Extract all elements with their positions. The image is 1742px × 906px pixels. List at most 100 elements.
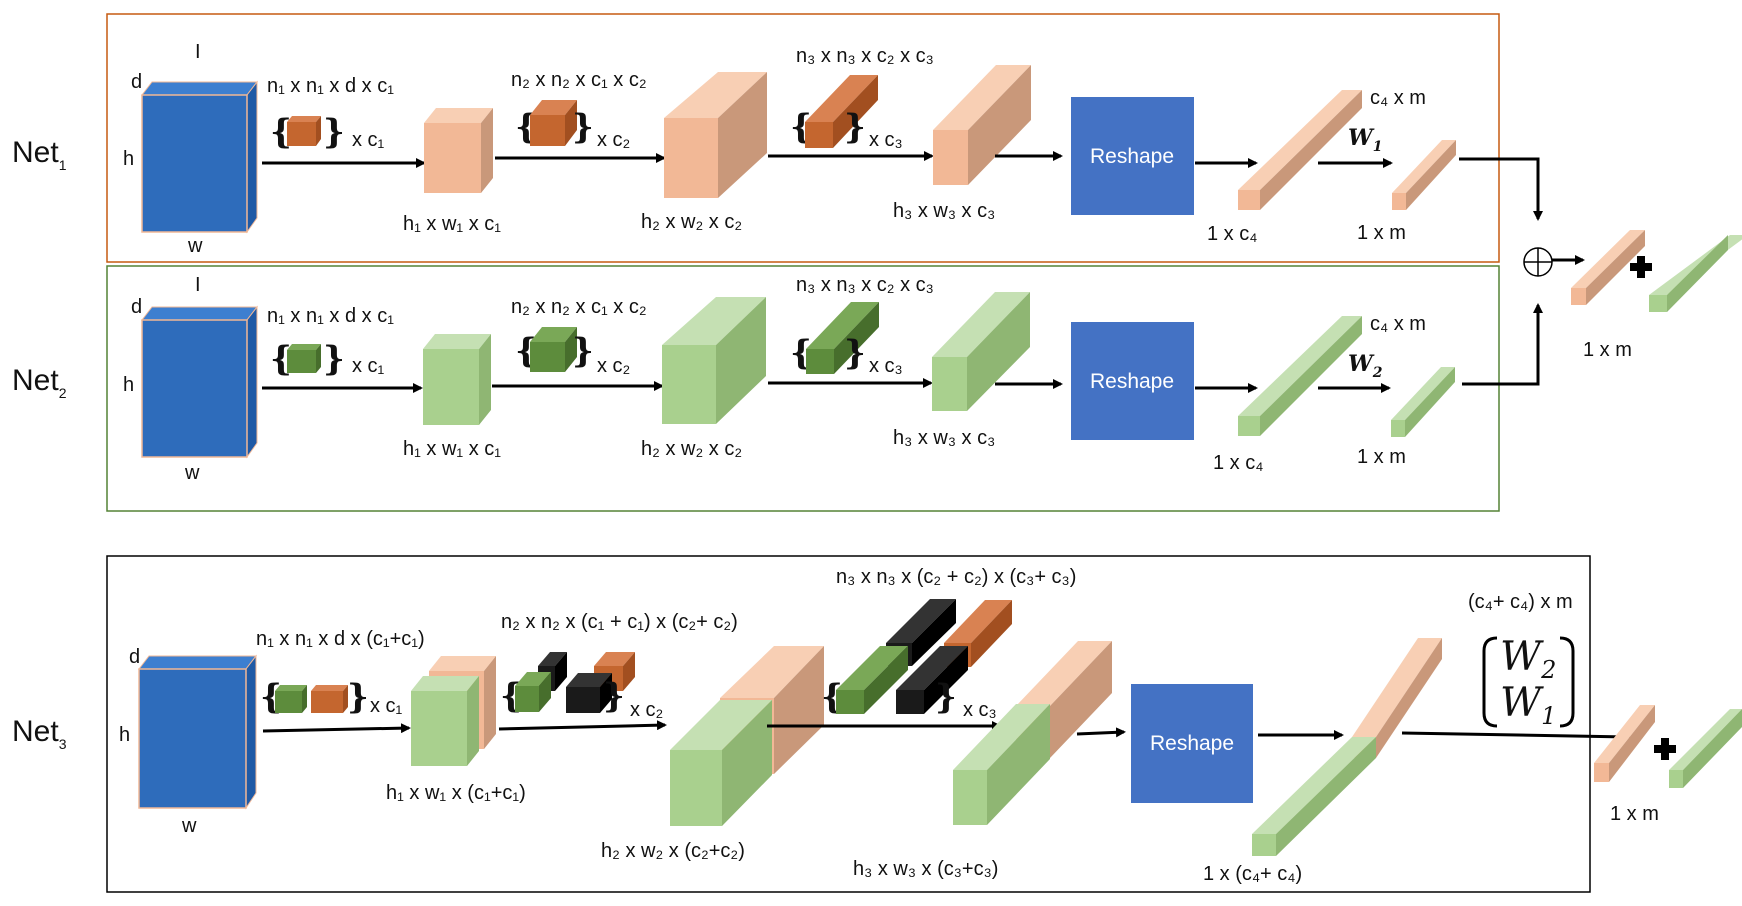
net1-multiplier3: x c₃	[869, 129, 903, 151]
net1-brace-close-3: }	[844, 107, 866, 147]
net3-plus-icon	[1654, 738, 1676, 760]
net1-fmap2-label: h₂ x w₂ x c₂	[641, 211, 742, 233]
net2-kernel3-label: n₃ x n₃ x c₂ x c₃	[796, 274, 934, 296]
net1-fmap3-label: h₃ x w₃ x c₃	[893, 200, 995, 222]
net2-multiplier3: x c₃	[869, 355, 903, 377]
net3-frame	[106, 555, 1591, 893]
combined-output-green-vector	[1649, 235, 1742, 312]
net3-arrow-1	[262, 723, 411, 734]
net1-weight-label: W1	[1348, 125, 1382, 155]
net1-kernel2	[530, 100, 577, 146]
combine-output-label: 1 x m	[1583, 339, 1632, 361]
net3-flat-vector-green	[1252, 737, 1376, 856]
net1-output-label: 1 x m	[1357, 222, 1406, 244]
net2-kernel3	[806, 302, 879, 374]
net3-weight-dims: (c₄+ c₄) x m	[1468, 591, 1573, 613]
net2-brace-close-1: }	[323, 339, 345, 379]
net3-matrix-bottom: W1	[1500, 680, 1556, 730]
net3-vector-label: 1 x (c₄+ c₄)	[1203, 863, 1302, 885]
net3-input-volume	[137, 654, 258, 810]
net1-feature-map-2	[664, 72, 767, 198]
net1-reshape-label: Reshape	[1090, 145, 1174, 168]
net2-brace-close-2: }	[572, 331, 594, 371]
net1-feature-map-3	[933, 65, 1031, 185]
net1-connector	[1459, 157, 1543, 221]
net3-feature-map-2-green	[670, 700, 772, 826]
net3-brace-close-2: }	[603, 676, 625, 716]
net3-fmap1-label: h₁ x w₁ x (c₁+c₁)	[386, 782, 526, 804]
net2-connector	[1462, 303, 1543, 386]
net3-output-green-vector	[1669, 709, 1742, 788]
net1-kernel3-label: n₃ x n₃ x c₂ x c₃	[796, 45, 934, 67]
net2-fmap3-label: h₃ x w₃ x c₃	[893, 427, 995, 449]
net3-multiplier3: x c₃	[963, 699, 997, 721]
net1-input-volume	[140, 80, 259, 234]
net3-brace-close-1: }	[347, 677, 369, 717]
net2-brace-close-3: }	[844, 333, 866, 373]
net1-input-h: h	[123, 148, 134, 170]
net2-feature-map-1	[423, 334, 491, 425]
net2-feature-map-2	[662, 297, 766, 424]
net3-title: Net3	[12, 715, 67, 752]
net1-brace-close-2: }	[572, 107, 594, 147]
net1-weight-dims: c₄ x m	[1370, 87, 1426, 109]
net2-kernel1-label: n₁ x n₁ x d x c₁	[267, 305, 394, 327]
net2-fmap1-label: h₁ x w₁ x c₁	[403, 438, 501, 460]
net2-feature-map-3	[932, 292, 1030, 411]
net1-vector-label: 1 x c₄	[1207, 223, 1257, 245]
net2-frame	[106, 265, 1500, 512]
net1-brace-open-1: {	[270, 112, 292, 152]
net2-kernel2	[530, 327, 577, 372]
net3-output-peach-vector	[1594, 705, 1655, 782]
concat-op-icon	[1523, 247, 1553, 277]
net1-kernel2-label: n₂ x n₂ x c₁ x c₂	[511, 69, 647, 91]
combine-section: 1 x m	[1523, 230, 1742, 361]
net3-kernel1-label: n₁ x n₁ x d x (c₁+c₁)	[256, 628, 425, 650]
plus-icon	[1630, 256, 1652, 278]
net3-kernel1-peach	[311, 685, 348, 713]
net1-kernel3	[805, 75, 878, 148]
net2-depth-symbol: I	[195, 274, 201, 296]
net3-fmap3-label: h₃ x w₃ x (c₃+c₃)	[853, 858, 998, 880]
net2-brace-open-1: {	[270, 339, 292, 379]
net2-vector-label: 1 x c₄	[1213, 452, 1263, 474]
net3-kernel2-label: n₂ x n₂ x (c₁ + c₁) x (c₂+ c₂)	[501, 611, 738, 633]
net3-feature-map-1-green	[411, 676, 479, 766]
net3-kernel3-black	[896, 646, 968, 714]
net3-section: Net3 d h w n₁ x n₁ x d x (c₁+c₁) { } x c…	[12, 555, 1742, 893]
net1-input-w: w	[187, 235, 203, 257]
net1-section: Net1 I d h w n₁ x n₁ x d x c₁ { } x c₁ h…	[12, 13, 1543, 263]
net2-reshape-label: Reshape	[1090, 370, 1174, 393]
net1-reshape-block: Reshape	[1071, 97, 1194, 215]
net1-input-d: d	[131, 71, 142, 93]
net3-brace-close-3: }	[935, 677, 957, 717]
net2-reshape-block: Reshape	[1071, 322, 1194, 440]
net2-multiplier1: x c₁	[352, 355, 385, 377]
net3-reshape-label: Reshape	[1150, 732, 1234, 755]
net3-input-d: d	[129, 646, 140, 668]
net3-weight-matrix: W2 W1	[1482, 634, 1575, 730]
combined-output-peach-vector	[1571, 230, 1645, 305]
net1-frame	[106, 13, 1500, 263]
net3-kernel1-green	[275, 685, 307, 713]
net3-kernel3-green	[836, 646, 908, 714]
net1-multiplier1: x c₁	[352, 129, 385, 151]
net1-brace-close-1: }	[323, 112, 345, 152]
net1-output-vector	[1392, 140, 1456, 210]
net2-kernel1	[287, 344, 321, 373]
net3-multiplier1: x c₁	[370, 695, 403, 717]
net3-fmap2-label: h₂ x w₂ x (c₂+c₂)	[601, 840, 745, 862]
net3-reshape-block: Reshape	[1131, 684, 1253, 803]
net1-feature-map-1	[424, 108, 493, 193]
net2-kernel2-label: n₂ x n₂ x c₁ x c₂	[511, 296, 647, 318]
net3-matrix-top: W2	[1500, 634, 1556, 684]
net1-multiplier2: x c₂	[597, 129, 630, 151]
net2-output-label: 1 x m	[1357, 446, 1406, 468]
net1-title: Net1	[12, 136, 67, 173]
net1-kernel1-label: n₁ x n₁ x d x c₁	[267, 75, 394, 97]
net2-input-w: w	[184, 462, 200, 484]
net2-fmap2-label: h₂ x w₂ x c₂	[641, 438, 742, 460]
net2-output-vector	[1391, 367, 1455, 437]
net2-weight-dims: c₄ x m	[1370, 313, 1426, 335]
